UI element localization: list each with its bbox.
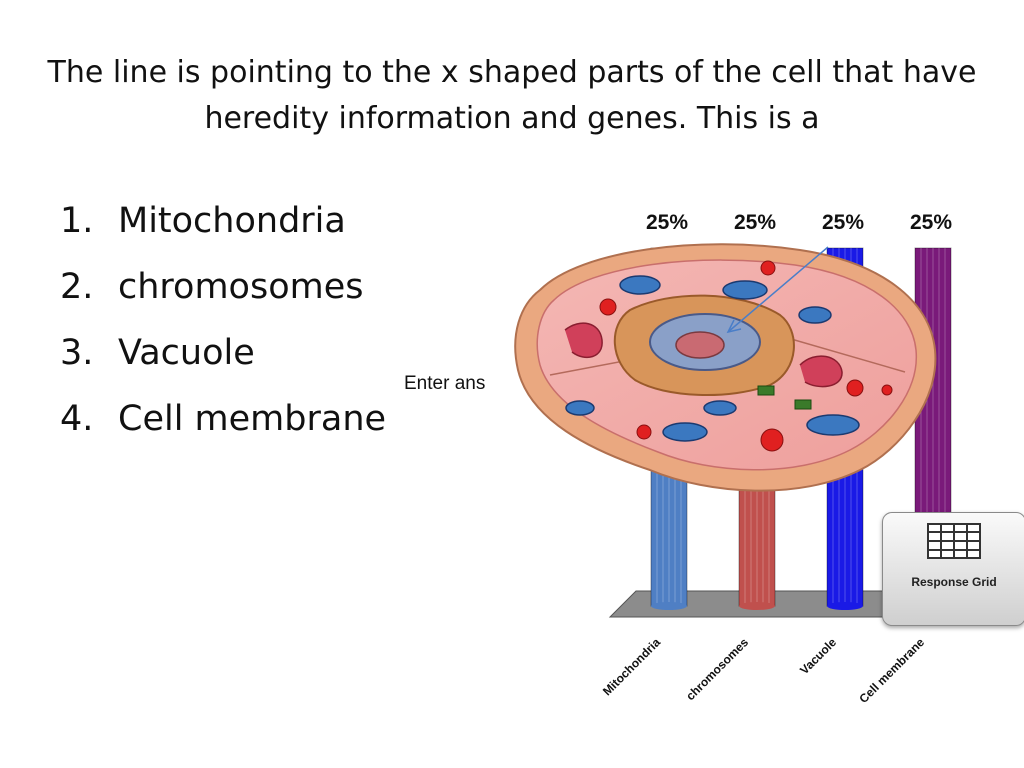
- option-label: Mitochondria: [118, 201, 346, 241]
- option-number: 3.: [60, 333, 94, 373]
- answer-options: 1. Mitochondria 2. chromosomes 3. Vacuole 4…: [60, 188, 386, 452]
- slide-title: The line is pointing to the x shaped par…: [47, 55, 977, 136]
- category-label: chromosomes: [683, 635, 751, 703]
- option-chromosomes[interactable]: 2. chromosomes: [60, 254, 386, 320]
- option-label: Vacuole: [118, 333, 255, 373]
- category-label: Vacuole: [797, 635, 839, 677]
- response-grid-button[interactable]: Response Grid: [882, 512, 1024, 626]
- option-label: Cell membrane: [118, 399, 387, 439]
- category-label: Cell membrane: [856, 635, 927, 706]
- option-mitochondria[interactable]: 1. Mitochondria: [60, 188, 386, 254]
- bar-value-label: 25%: [910, 211, 952, 234]
- bar-value-label: 25%: [822, 211, 864, 234]
- option-label: chromosomes: [118, 267, 364, 307]
- enter-answer-text: Enter ans: [404, 373, 486, 394]
- category-label: Mitochondria: [600, 635, 663, 698]
- bar-value-label: 25%: [734, 211, 776, 234]
- response-grid-label: Response Grid: [911, 575, 997, 589]
- option-number: 2.: [60, 267, 94, 307]
- animal-cell-diagram: [514, 243, 937, 492]
- option-number: 1.: [60, 201, 94, 241]
- option-vacuole[interactable]: 3. Vacuole: [60, 320, 386, 386]
- bar-value-label: 25%: [646, 211, 688, 234]
- option-number: 4.: [60, 399, 94, 439]
- grid-icon: [927, 523, 981, 559]
- option-cell-membrane[interactable]: 4. Cell membrane: [60, 386, 386, 452]
